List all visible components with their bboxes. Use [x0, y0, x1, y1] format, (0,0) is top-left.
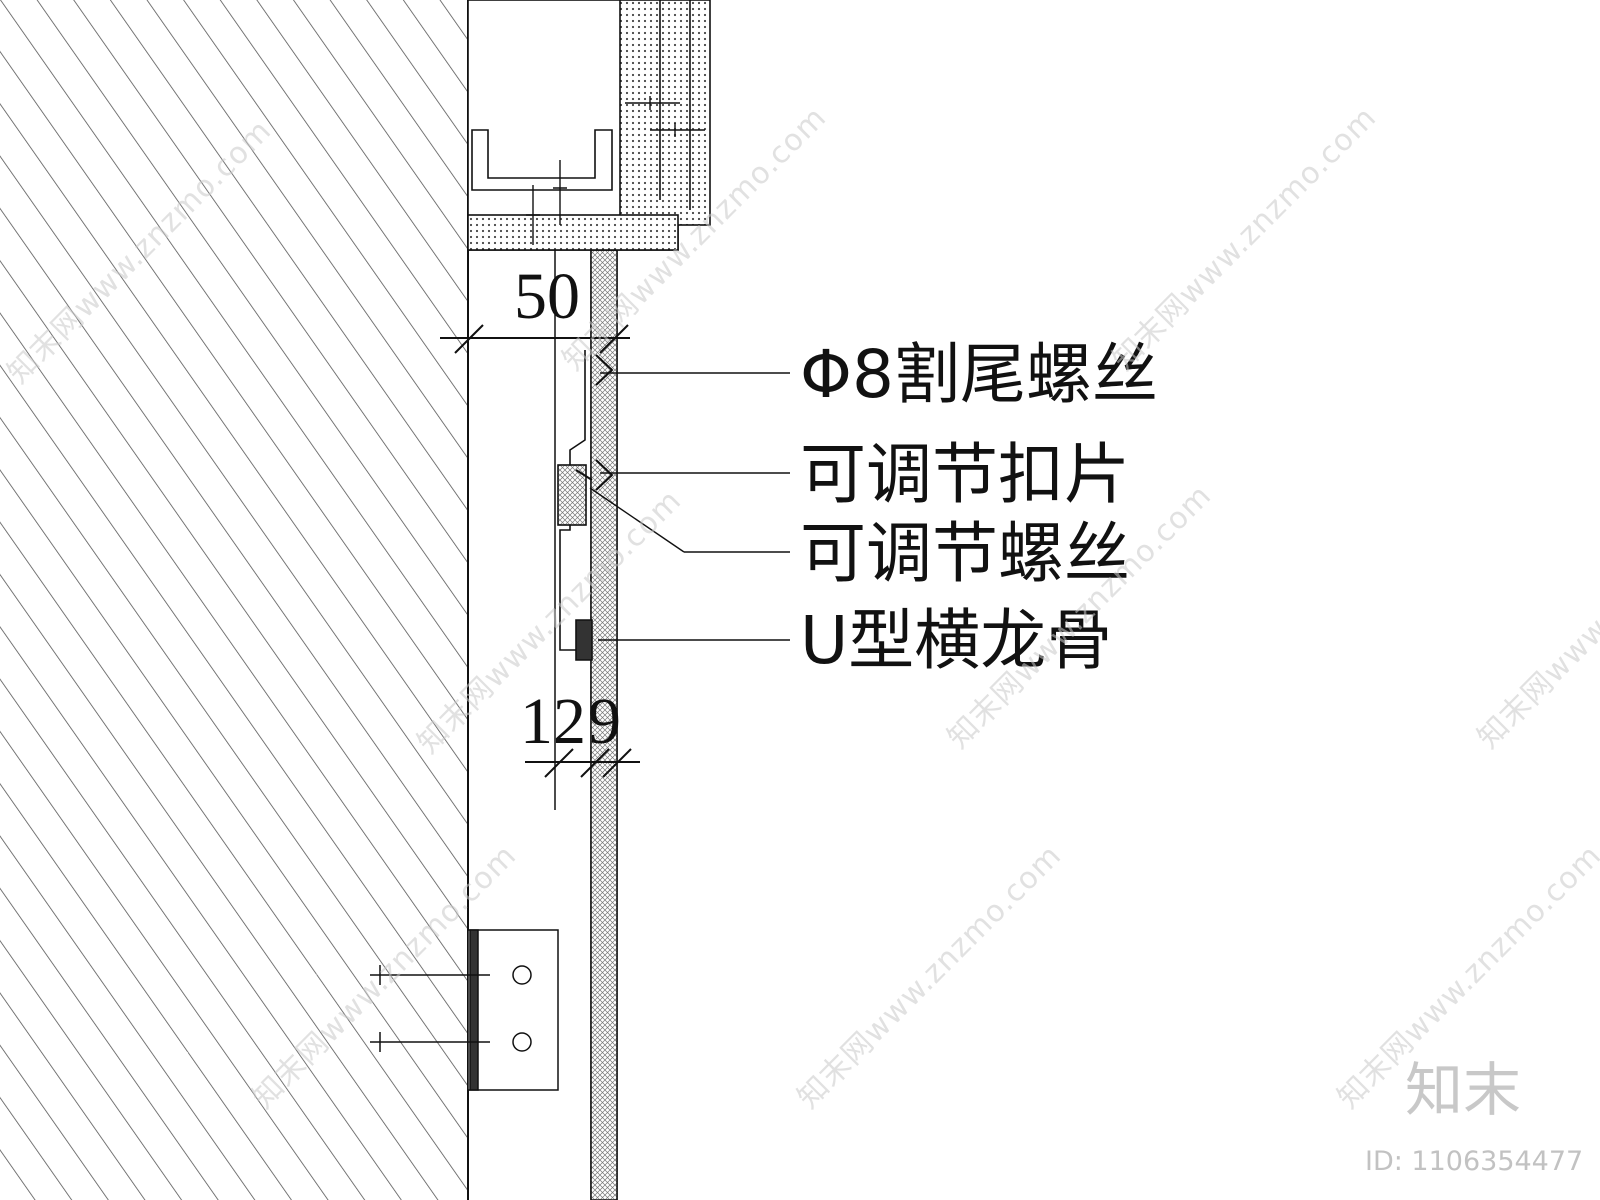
document-id: ID: 1106354477: [1365, 1146, 1583, 1177]
dimension-bottom-left: 12: [520, 685, 586, 758]
ceiling-assembly: [467, 0, 711, 251]
dimension-top-width: 50: [514, 260, 580, 333]
bottom-bracket: [370, 929, 559, 1091]
concrete-wall: [0, 0, 468, 1200]
finish-panel: [590, 249, 618, 1200]
watermark-text: 知末网www.znzmo.com: [1471, 478, 1600, 756]
label-adjustable-screw: 可调节螺丝: [800, 515, 1130, 592]
watermark-text: 知末网www.znzmo.com: [791, 838, 1069, 1116]
label-tail-screw: Φ8割尾螺丝: [800, 336, 1158, 413]
watermark-text: 知末网www.znzmo.com: [1106, 100, 1384, 378]
ceiling-screws: [526, 96, 705, 245]
label-u-keel: U型横龙骨: [800, 602, 1112, 679]
brand-logo: 知末: [1405, 1056, 1521, 1124]
dimension-bottom-right: 9: [588, 685, 621, 758]
dimension-lines: [440, 324, 640, 778]
leader-lines: [589, 372, 790, 641]
clip-detail: [557, 350, 614, 661]
label-adjustable-clip: 可调节扣片: [800, 436, 1130, 513]
